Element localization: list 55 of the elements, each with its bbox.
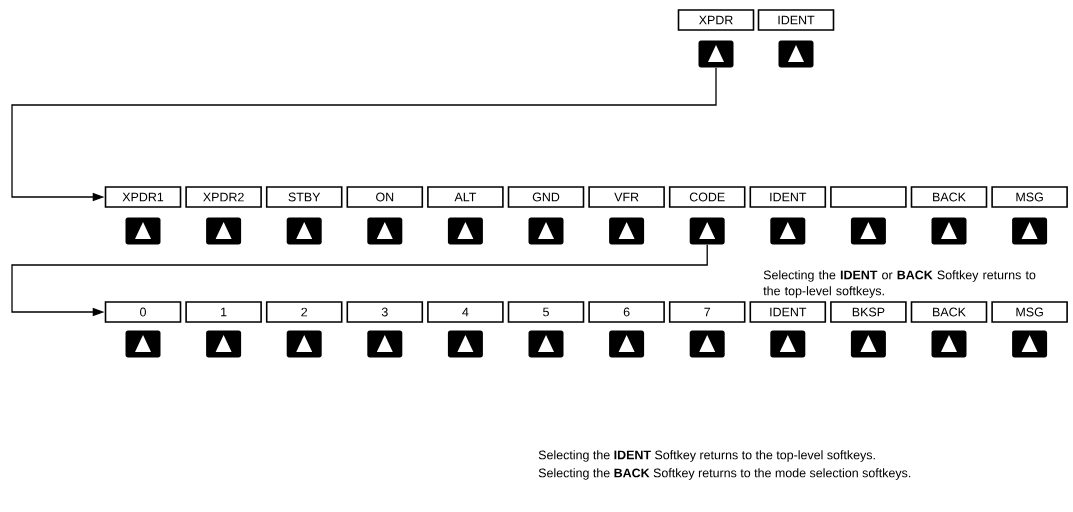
softkey-label: 2 [265, 301, 343, 323]
softkey-label: XPDR1 [104, 186, 182, 208]
softkey-label: 5 [507, 301, 585, 323]
softkey-button [206, 330, 242, 358]
softkey-button [778, 40, 814, 68]
softkey-button [286, 217, 322, 245]
softkey-label: VFR [588, 186, 665, 208]
softkey-label: IDENT [749, 301, 827, 323]
softkey-button [698, 40, 734, 68]
softkey-label: XPDR [677, 9, 755, 31]
softkey-button [528, 217, 564, 245]
softkey-button [367, 330, 403, 358]
softkey-label: CODE [668, 186, 746, 208]
softkey-label: ON [346, 186, 424, 208]
softkey-label: MSG [991, 301, 1068, 323]
softkey-button [770, 330, 806, 358]
softkey-label: GND [507, 186, 585, 208]
softkey-button [689, 330, 725, 358]
softkey-label: 7 [668, 301, 746, 323]
softkey-label: IDENT [749, 186, 827, 208]
softkey-label: ALT [427, 186, 504, 208]
softkey-label: BACK [910, 186, 988, 208]
softkey-label: IDENT [757, 9, 835, 31]
softkey-button [528, 330, 564, 358]
softkey-label: 1 [185, 301, 262, 323]
softkey-label: 4 [427, 301, 504, 323]
softkey-button [770, 217, 806, 245]
softkey-button [1012, 330, 1048, 358]
softkey-button [447, 330, 483, 358]
softkey-label: 0 [104, 301, 182, 323]
softkey-label: 6 [588, 301, 665, 323]
note-text: Selecting the IDENT or BACK Softkey returns to the top-level softkeys. [763, 270, 1036, 298]
softkey-button [125, 217, 161, 245]
softkey-button [447, 217, 483, 245]
softkey-button [931, 217, 967, 245]
softkey-button [367, 217, 403, 245]
softkey-button [850, 217, 886, 245]
note-text: Selecting the BACK Softkey returns to the mode selection softkeys. [538, 468, 911, 480]
softkey-label: MSG [991, 186, 1068, 208]
softkey-label: BKSP [830, 301, 907, 323]
softkey-label: STBY [265, 186, 343, 208]
note-text: Selecting the IDENT Softkey returns to the top-level softkeys. [538, 450, 875, 462]
softkey-button [1012, 217, 1048, 245]
softkey-label: 3 [346, 301, 424, 323]
softkey-button [609, 330, 645, 358]
softkey-button [850, 330, 886, 358]
softkey-label [830, 186, 907, 208]
softkey-label: BACK [910, 301, 988, 323]
softkey-button [931, 330, 967, 358]
softkey-button [286, 330, 322, 358]
softkey-button [609, 217, 645, 245]
softkey-label: XPDR2 [185, 186, 262, 208]
softkey-button [125, 330, 161, 358]
softkey-button [689, 217, 725, 245]
softkey-button [206, 217, 242, 245]
